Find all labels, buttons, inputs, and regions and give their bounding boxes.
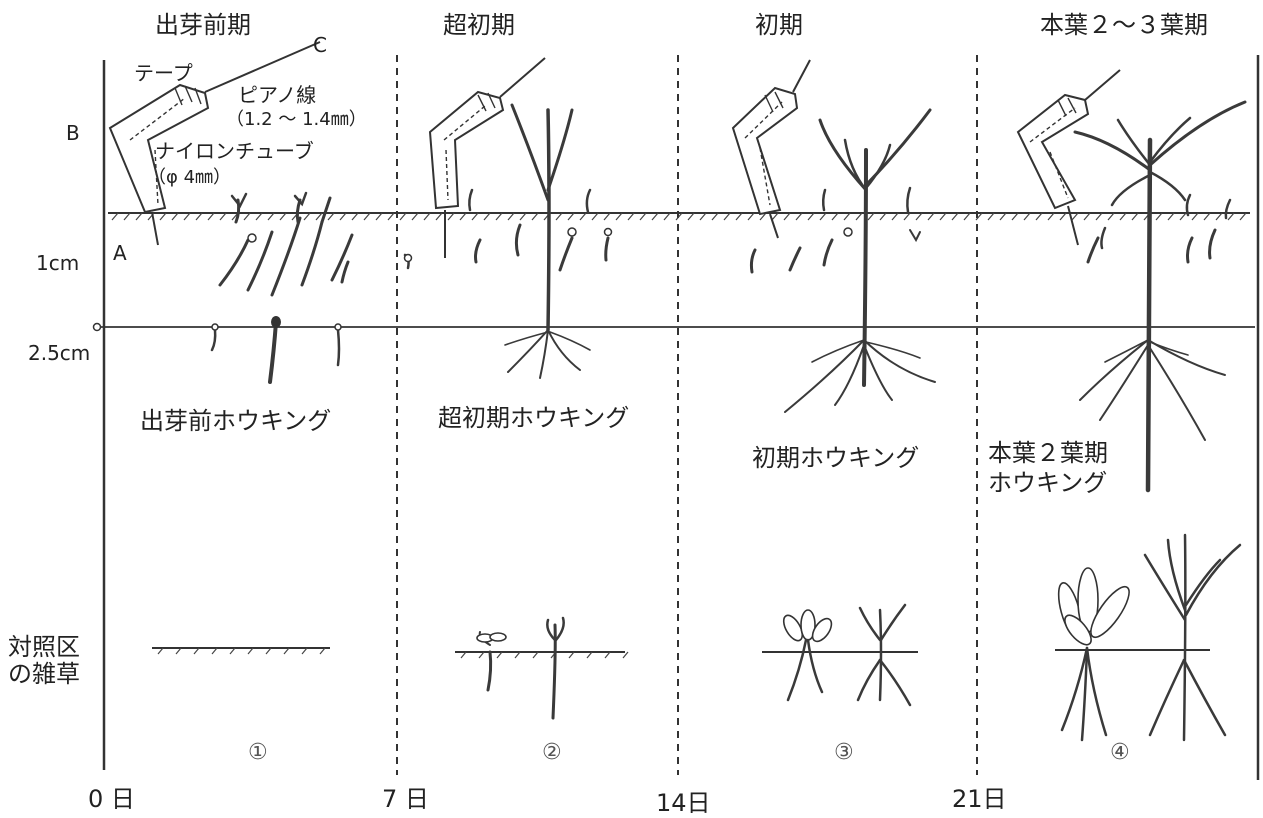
hoeing-tool-1 xyxy=(108,41,321,246)
hoeing-tool-4 xyxy=(1016,69,1121,246)
hoeing-tool-2 xyxy=(428,57,546,258)
stage-title-1: 出芽前期 xyxy=(155,11,251,39)
point-a-label: A xyxy=(113,241,127,265)
control-label-line2: の雑草 xyxy=(8,660,80,688)
hoeing-label-1: 出芽前ホウキング xyxy=(140,407,332,435)
weeds-stage-1 xyxy=(210,191,354,384)
stage-title-4: 本葉２～３葉期 xyxy=(1040,11,1208,39)
control-weeds-4 xyxy=(1057,533,1242,742)
day-label-0: 0 日 xyxy=(88,785,135,813)
stage-marker-1: ① xyxy=(248,740,268,765)
tube-label: ナイロンチューブ xyxy=(155,139,314,163)
hoeing-label-2: 超初期ホウキング xyxy=(438,404,630,432)
depth-2-5cm-label: 2.5cm xyxy=(28,341,91,365)
weeds-stage-3 xyxy=(749,108,936,413)
hoeing-tool-3 xyxy=(731,59,811,239)
wire-label: ピアノ線 xyxy=(238,83,317,107)
depth-marker-dot xyxy=(92,322,102,332)
soil-hatching xyxy=(111,212,1247,221)
stage-marker-4: ④ xyxy=(1110,740,1130,765)
stage-title-2: 超初期 xyxy=(443,11,515,39)
tape-label: テープ xyxy=(134,61,193,85)
control-ground-lines xyxy=(152,647,1210,653)
control-weeds-3 xyxy=(782,603,912,707)
stage-marker-2: ② xyxy=(542,740,562,765)
weeds-stage-2 xyxy=(403,103,613,379)
tube-size-label: （φ 4㎜） xyxy=(148,167,232,188)
control-weeds-2 xyxy=(476,616,565,720)
control-label-line1: 対照区 xyxy=(8,633,80,661)
wire-size-label: （1.2 ～ 1.4㎜） xyxy=(226,109,367,130)
weeds-stage-4 xyxy=(1073,100,1247,493)
day-label-21: 21日 xyxy=(952,785,1007,813)
depth-1cm-label: 1cm xyxy=(36,251,80,275)
hoeing-label-3: 初期ホウキング xyxy=(752,444,920,472)
point-b-label: B xyxy=(66,121,80,145)
point-c-label: C xyxy=(313,33,327,57)
day-label-7: 7 日 xyxy=(382,785,429,813)
stage-title-3: 初期 xyxy=(755,11,803,39)
stage-marker-3: ③ xyxy=(834,740,854,765)
hoeing-label-4-line1: 本葉２葉期 xyxy=(988,439,1108,467)
hoeing-label-4-line2: ホウキング xyxy=(988,469,1108,497)
day-label-14: 14日 xyxy=(656,789,711,817)
